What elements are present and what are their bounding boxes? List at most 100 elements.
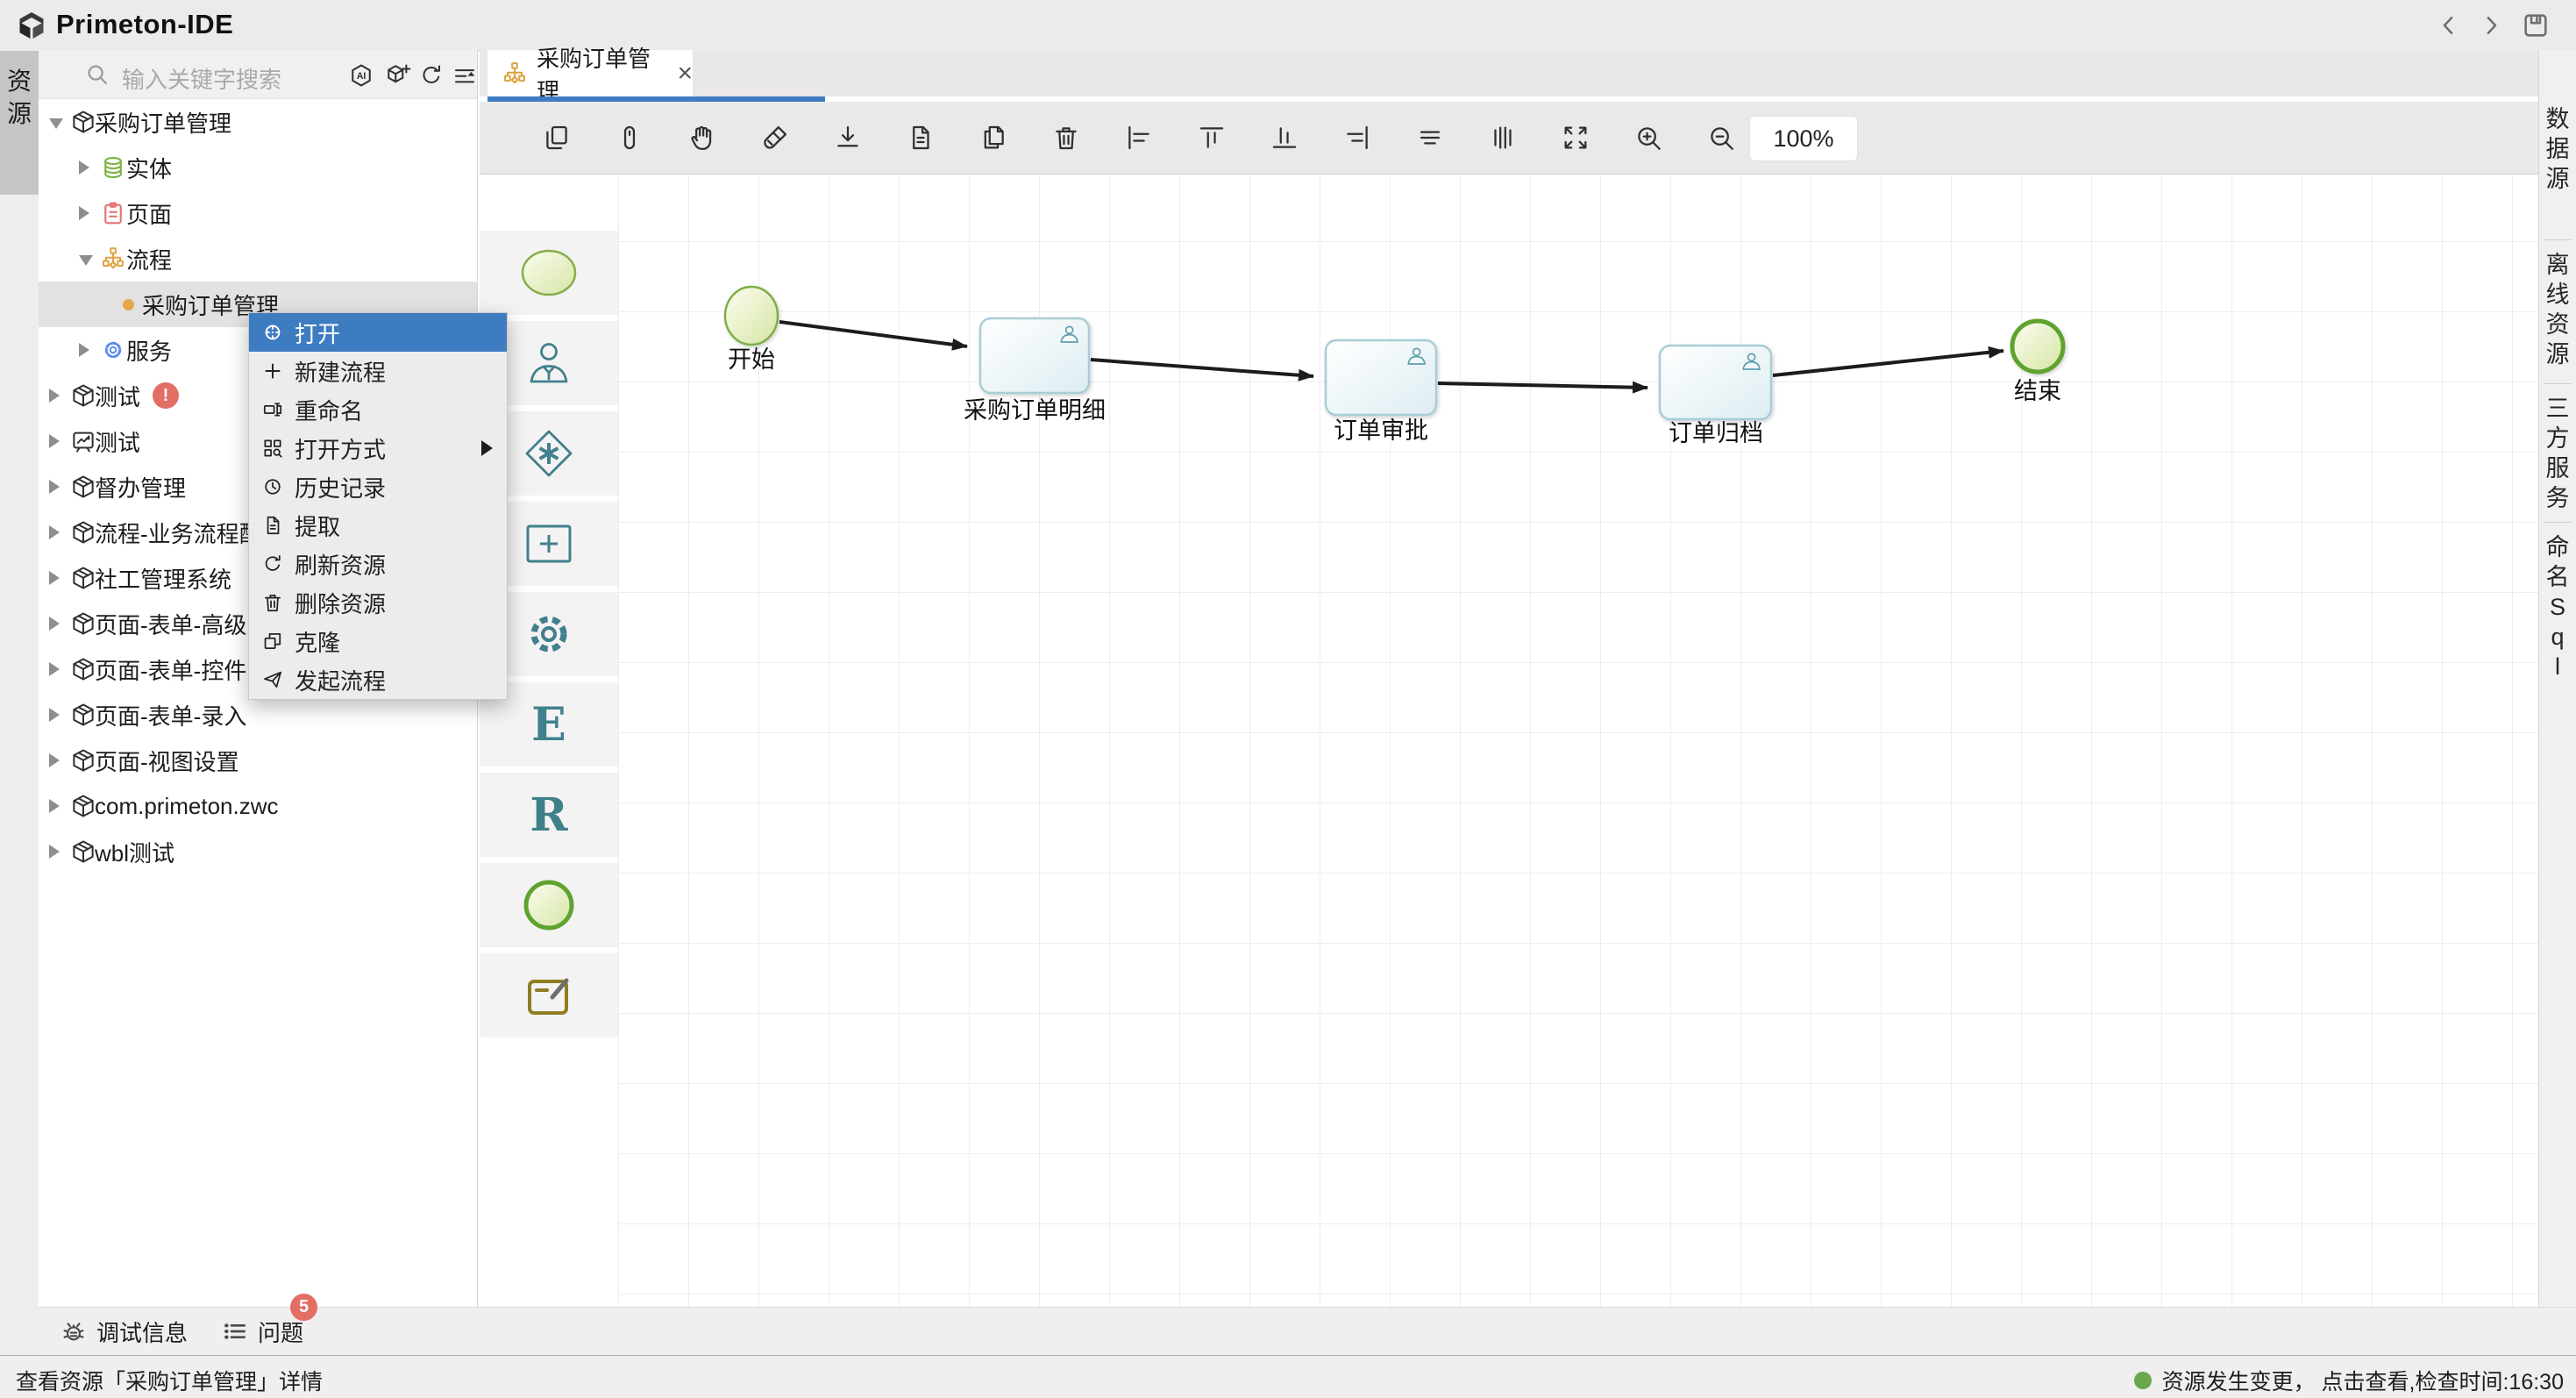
align-right-button[interactable] xyxy=(1336,117,1378,159)
sequence-flow-arrow[interactable] xyxy=(1772,346,2004,377)
caret-right-icon[interactable] xyxy=(49,525,60,539)
menu-item-历史记录[interactable]: 历史记录 xyxy=(249,467,507,506)
tree-item-流程-业务流程配[interactable]: 流程-业务流程配 xyxy=(39,510,477,555)
right-tab-label: 数 xyxy=(2545,106,2570,132)
tree-item-页面-表单-控件[interactable]: 页面-表单-控件 xyxy=(39,646,477,692)
palette-item-edit-task[interactable] xyxy=(480,953,618,1038)
tree-item-采购订单管理[interactable]: 采购订单管理 xyxy=(39,99,477,145)
fit-screen-button[interactable] xyxy=(1555,117,1597,159)
mouse-button[interactable] xyxy=(608,117,651,159)
duplicate-button[interactable] xyxy=(536,117,578,159)
right-tab-离线资源[interactable]: 离线资源 xyxy=(2539,250,2576,369)
flow-node-开始[interactable]: 开始 xyxy=(723,285,779,373)
menu-item-发起流程[interactable]: 发起流程 xyxy=(249,660,507,699)
tree-item-社工管理系统[interactable]: 社工管理系统 xyxy=(39,555,477,601)
flow-node-订单审批[interactable]: 订单审批 xyxy=(1324,339,1438,444)
distribute-vertical-button[interactable] xyxy=(1482,117,1524,159)
caret-right-icon[interactable] xyxy=(79,206,89,220)
menu-item-克隆[interactable]: 克隆 xyxy=(249,622,507,660)
align-left-button[interactable] xyxy=(1118,117,1160,159)
ai-icon[interactable]: AI xyxy=(348,62,374,89)
tree-item-页面-表单-高级[interactable]: 页面-表单-高级 xyxy=(39,601,477,646)
palette-item-start-event[interactable] xyxy=(480,231,618,315)
caret-right-icon[interactable] xyxy=(49,389,60,403)
flow-node-订单归档[interactable]: 订单归档 xyxy=(1658,344,1773,446)
flow-node-结束[interactable]: 结束 xyxy=(2010,318,2066,404)
align-bottom-button[interactable] xyxy=(1263,117,1306,159)
tab-purchase-order[interactable]: 采购订单管理 × xyxy=(487,46,693,104)
menu-item-新建流程[interactable]: 新建流程 xyxy=(249,352,507,390)
caret-down-icon[interactable] xyxy=(79,255,93,266)
menu-item-删除资源[interactable]: 删除资源 xyxy=(249,583,507,622)
tree-item-页面[interactable]: 页面 xyxy=(39,190,477,236)
right-tab-三方服务[interactable]: 三方服务 xyxy=(2539,394,2576,513)
cube-add-icon[interactable] xyxy=(385,62,411,89)
package-icon xyxy=(70,838,96,865)
tree-item-页面-视图设置[interactable]: 页面-视图设置 xyxy=(39,738,477,783)
palette-item-rule-R[interactable]: R xyxy=(480,773,618,857)
refresh-icon[interactable] xyxy=(418,62,445,89)
right-tab-label: 服 xyxy=(2545,455,2570,481)
tree-item-实体[interactable]: 实体 xyxy=(39,145,477,190)
align-top-button[interactable] xyxy=(1191,117,1233,159)
tree-item-页面-表单-录入[interactable]: 页面-表单-录入 xyxy=(39,692,477,738)
tree-item-服务[interactable]: 服务 xyxy=(39,327,477,373)
tree-item-测试[interactable]: 测试 xyxy=(39,418,477,464)
save-icon[interactable] xyxy=(2518,11,2553,40)
documents-button[interactable] xyxy=(972,117,1014,159)
submenu-arrow-icon xyxy=(481,440,493,456)
problems-button[interactable]: 问题 xyxy=(221,1308,303,1355)
right-tab-label: S xyxy=(2549,594,2565,620)
menu-item-重命名[interactable]: 重命名 xyxy=(249,390,507,429)
tab-close-icon[interactable]: × xyxy=(677,58,693,88)
tree-item-督办管理[interactable]: 督办管理 xyxy=(39,464,477,510)
caret-right-icon[interactable] xyxy=(49,753,60,767)
caret-right-icon[interactable] xyxy=(49,571,60,585)
sequence-flow-arrow[interactable] xyxy=(1090,358,1314,382)
palette-item-end-event[interactable] xyxy=(480,863,618,947)
menu-item-刷新资源[interactable]: 刷新资源 xyxy=(249,545,507,583)
right-tab-数据源[interactable]: 数据源 xyxy=(2539,104,2576,194)
caret-right-icon[interactable] xyxy=(49,662,60,676)
search-input[interactable]: 输入关键字搜索 xyxy=(122,67,282,93)
zoom-out-button[interactable] xyxy=(1700,117,1742,159)
strip-tab-resources[interactable]: 资源 xyxy=(0,51,39,195)
hand-button[interactable] xyxy=(681,117,723,159)
nav-forward-button[interactable] xyxy=(2473,11,2508,40)
tree-item-测试[interactable]: 测试! xyxy=(39,373,477,418)
tree-item-com.primeton.zwc[interactable]: com.primeton.zwc xyxy=(39,783,477,829)
caret-right-icon[interactable] xyxy=(49,480,60,494)
caret-right-icon[interactable] xyxy=(49,845,60,859)
download-button[interactable] xyxy=(827,117,869,159)
menu-item-打开[interactable]: 打开 xyxy=(249,313,507,352)
entity-icon xyxy=(100,154,126,181)
menu-item-打开方式[interactable]: 打开方式 xyxy=(249,429,507,467)
resource-change-notice[interactable]: 资源发生变更， 点击查看,检查时间:16:30 xyxy=(2133,1365,2564,1396)
caret-right-icon[interactable] xyxy=(49,434,60,448)
caret-right-icon[interactable] xyxy=(49,799,60,813)
clean-button[interactable] xyxy=(754,117,796,159)
tree-item-wbl测试[interactable]: wbl测试 xyxy=(39,829,477,874)
debug-info-button[interactable]: 调试信息 xyxy=(60,1308,188,1355)
tree-item-流程[interactable]: 流程 xyxy=(39,236,477,282)
zoom-in-button[interactable] xyxy=(1627,117,1669,159)
caret-right-icon[interactable] xyxy=(49,617,60,631)
caret-right-icon[interactable] xyxy=(79,160,89,175)
flow-node-label: 采购订单明细 xyxy=(964,397,1106,424)
flow-node-采购订单明细[interactable]: 采购订单明细 xyxy=(964,317,1106,424)
align-center-horizontal-button[interactable] xyxy=(1409,117,1451,159)
list-filter-icon[interactable] xyxy=(452,62,478,89)
menu-item-提取[interactable]: 提取 xyxy=(249,506,507,545)
caret-right-icon[interactable] xyxy=(49,708,60,722)
sequence-flow-arrow[interactable] xyxy=(1437,381,1648,394)
tree-item-label: 页面-表单-高级 xyxy=(95,611,247,638)
nav-back-button[interactable] xyxy=(2431,11,2466,40)
zoom-level-display[interactable]: 100% xyxy=(1749,116,1858,161)
sequence-flow-arrow[interactable] xyxy=(779,320,968,351)
caret-down-icon[interactable] xyxy=(49,118,63,129)
caret-right-icon[interactable] xyxy=(79,343,89,357)
trash-button[interactable] xyxy=(1045,117,1087,159)
document-button[interactable] xyxy=(900,117,942,159)
